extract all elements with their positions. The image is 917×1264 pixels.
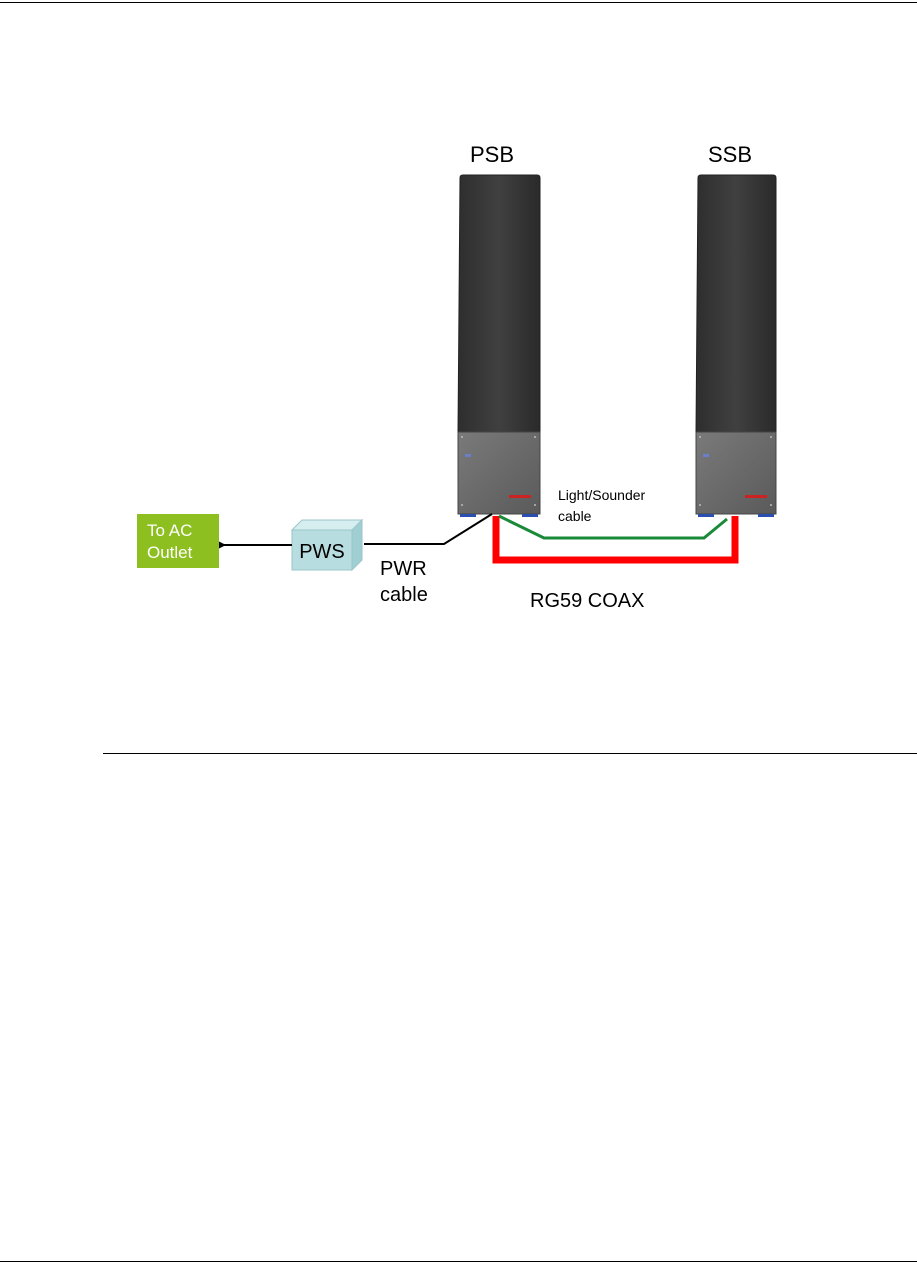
coax-label: RG59 COAX <box>530 590 644 612</box>
pwr-cable-label-line1: PWR <box>380 558 427 580</box>
ac-outlet-line2: Outlet <box>147 543 193 562</box>
psb-tower-base <box>458 432 540 514</box>
ac-outlet-box: To AC Outlet <box>137 514 219 568</box>
light-sounder-label-line1: Light/Sounder <box>558 487 646 503</box>
ssb-tower-base <box>696 432 776 514</box>
bottom-rule <box>0 1261 917 1262</box>
ssb-tower <box>696 175 776 517</box>
ac-outlet-line1: To AC <box>147 521 192 540</box>
pwr-cable-label-line2: cable <box>380 584 428 606</box>
psb-tower <box>458 175 540 517</box>
section-divider <box>103 753 917 754</box>
power-cable <box>364 514 492 544</box>
pws-box: PWS <box>292 520 362 570</box>
psb-label: PSB <box>470 142 514 167</box>
light-sounder-label-line2: cable <box>558 508 592 524</box>
pws-label: PWS <box>299 541 345 563</box>
ssb-label: SSB <box>708 142 752 167</box>
wiring-diagram: PSB SSB PWS <box>0 0 917 760</box>
light-sounder-cable <box>499 516 727 538</box>
